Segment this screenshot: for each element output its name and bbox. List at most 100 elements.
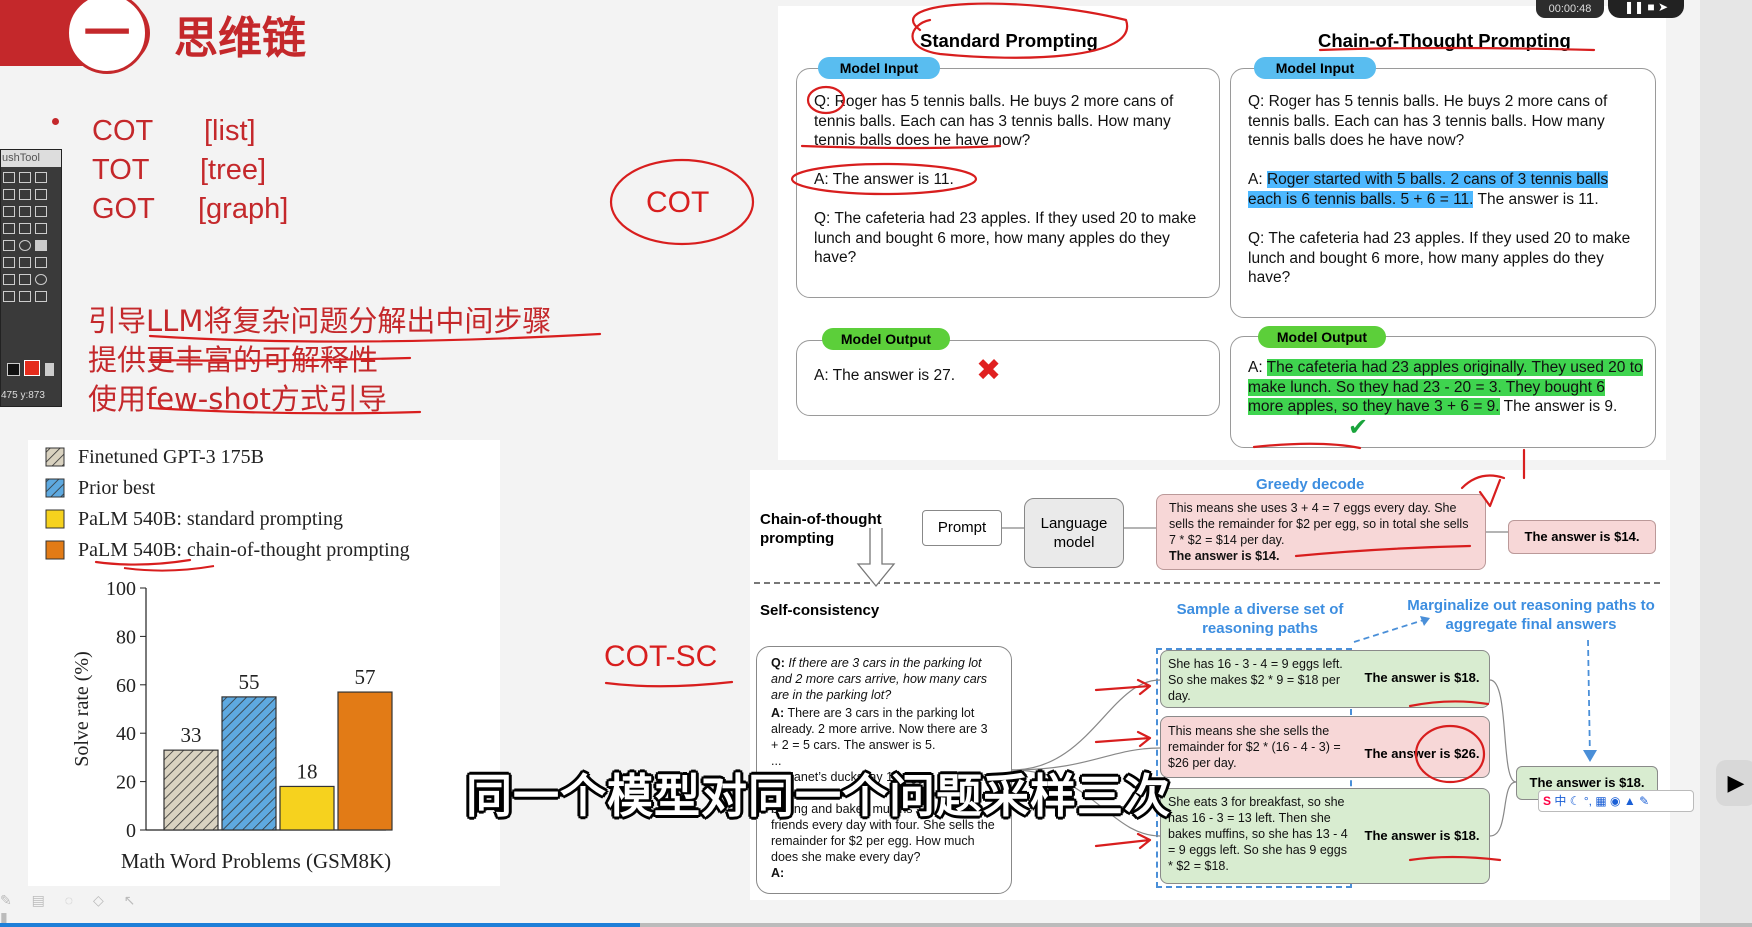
cot-q1: Q: Roger has 5 tennis balls. He buys 2 m… xyxy=(1248,93,1608,149)
std-q1: Q: Roger has 5 tennis balls. He buys 2 m… xyxy=(814,93,1174,149)
bullet-tot: TOT[tree] xyxy=(92,154,267,186)
bottom-mini-toolbar[interactable]: ✎ ▤ ◌ ◇ ↖ ▮ xyxy=(0,892,144,925)
progress-bar-fill xyxy=(0,923,640,927)
legend-label: Prior best xyxy=(78,477,156,499)
rect-icon[interactable] xyxy=(3,240,15,251)
annot-cot: COT xyxy=(646,186,710,219)
sc-question-box: Q: If there are 3 cars in the parking lo… xyxy=(756,646,1012,894)
bilibili-icon[interactable]: ▶ xyxy=(1716,760,1752,806)
bar-value-label: 57 xyxy=(355,665,376,689)
palette-tools[interactable] xyxy=(1,167,61,305)
std-output-box xyxy=(796,340,1220,416)
fill-rect-icon[interactable] xyxy=(35,240,47,251)
tool-icon[interactable] xyxy=(19,189,31,200)
tool-icon[interactable] xyxy=(35,189,47,200)
sc-q2-rest: friends every day with four. She sells t… xyxy=(771,818,995,864)
bar xyxy=(221,696,277,831)
tool-icon[interactable] xyxy=(3,274,15,285)
path-1-text: She has 16 - 3 - 4 = 9 eggs left. So she… xyxy=(1168,657,1343,703)
legend-swatch xyxy=(45,509,65,529)
eraser-icon[interactable] xyxy=(35,206,47,217)
path-2-text: This means she she sells the remainder f… xyxy=(1168,724,1341,770)
tool-icon[interactable] xyxy=(3,257,15,268)
subtitle: 同一个模型对同一个问题采样三次 xyxy=(466,769,1171,823)
arrow-icon[interactable] xyxy=(35,223,47,234)
marg-title: Marginalize out reasoning paths to aggre… xyxy=(1407,597,1655,633)
tool-icon[interactable] xyxy=(35,172,47,183)
tool-icon[interactable] xyxy=(3,172,15,183)
ime-settings-icon[interactable]: ✎ xyxy=(1639,794,1650,808)
std-q2: Q: The cafeteria had 23 apples. If they … xyxy=(814,210,1197,266)
ime-moon-icon[interactable]: ☾ xyxy=(1569,794,1581,808)
cursor-coords: 475 y:873 xyxy=(1,390,45,401)
brush-tool-palette[interactable]: ushTool 475 y:873 xyxy=(0,149,62,407)
legend-label: PaLM 540B: chain-of-thought prompting xyxy=(78,539,410,561)
sc-a1: A: There are 3 cars in the parking lot a… xyxy=(771,706,988,752)
tool-icon[interactable] xyxy=(35,257,47,268)
y-tick-label: 20 xyxy=(116,772,136,794)
zoom-icon[interactable] xyxy=(35,274,47,285)
path-1 xyxy=(1160,650,1490,708)
std-model-input-pill: Model Input xyxy=(818,57,940,79)
pause-icon[interactable]: ❚❚ xyxy=(1623,0,1645,14)
ellipse-icon[interactable] xyxy=(19,240,31,251)
swatch-red[interactable] xyxy=(24,360,41,376)
legend-swatch xyxy=(45,540,65,560)
select-icon[interactable] xyxy=(19,291,31,302)
pencil-icon[interactable] xyxy=(3,206,15,217)
tool-icon[interactable] xyxy=(19,172,31,183)
ime-punct-icon[interactable]: °, xyxy=(1583,794,1592,808)
grid-icon[interactable] xyxy=(19,274,31,285)
bar xyxy=(163,749,219,831)
y-tick-label: 80 xyxy=(116,626,136,648)
bar xyxy=(337,691,393,831)
line-icon[interactable] xyxy=(19,223,31,234)
stop-icon[interactable]: ■ xyxy=(1647,0,1655,14)
bar-value-label: 33 xyxy=(181,723,202,747)
pen-icon[interactable] xyxy=(19,206,31,217)
path-1-answer: The answer is $18. xyxy=(1364,670,1480,685)
greedy-answer-bold: The answer is $14. xyxy=(1169,549,1280,563)
sogou-icon[interactable]: S xyxy=(1543,794,1552,808)
video-time: 00:00:48 xyxy=(1536,0,1604,18)
greedy-text: This means she uses 3 + 4 = 7 eggs every… xyxy=(1169,501,1469,547)
video-controls[interactable]: ❚❚ ■ ➤ xyxy=(1608,0,1684,18)
ime-skin-icon[interactable]: ◉ xyxy=(1610,794,1621,808)
swatch-black[interactable] xyxy=(7,363,20,376)
tool-icon[interactable] xyxy=(3,189,15,200)
std-a1: A: The answer is 11. xyxy=(814,171,954,188)
ime-toolbar[interactable]: S 中 ☾ °, ▦ ◉ ▲ ✎ xyxy=(1538,790,1694,812)
tool-icon[interactable] xyxy=(3,291,15,302)
sc-label: Self-consistency xyxy=(760,602,880,619)
cot-output: A: The cafeteria had 23 apples originall… xyxy=(1248,359,1643,415)
pin-icon[interactable] xyxy=(35,291,47,302)
legend-swatch xyxy=(45,478,65,498)
desc-line-1: 引导LLM将复杂问题分解出中间步骤 xyxy=(88,304,552,338)
ime-lang-icon[interactable]: 中 xyxy=(1554,794,1567,808)
path-3-text: She eats 3 for breakfast, so she has 16 … xyxy=(1168,795,1348,873)
greedy-title: Greedy decode xyxy=(1256,476,1365,493)
cot-prompting-title: Chain-of-Thought Prompting xyxy=(1318,30,1571,51)
cot-figure: Standard Prompting Chain-of-Thought Prom… xyxy=(778,6,1666,460)
bar-value-label: 18 xyxy=(297,759,318,783)
text-icon[interactable] xyxy=(19,257,31,268)
progress-bar-track[interactable] xyxy=(0,923,1752,927)
sc-connectors xyxy=(856,527,1597,837)
sc-q2-p2: ... xyxy=(771,786,782,800)
swatch-dropdown[interactable] xyxy=(44,363,54,376)
section-number-circle: 一 xyxy=(66,0,148,74)
ime-keyboard-icon[interactable]: ▦ xyxy=(1595,794,1607,808)
bullet-list: COT[list] TOT[tree] GOT[graph] xyxy=(92,112,288,229)
description: 引导LLM将复杂问题分解出中间步骤 提供更丰富的可解释性 使用few-shot方… xyxy=(88,302,551,419)
cot-a1: A: Roger started with 5 balls. 2 cans of… xyxy=(1248,171,1609,208)
color-swatches[interactable] xyxy=(7,360,54,381)
cot-model-output-pill: Model Output xyxy=(1258,326,1386,348)
ime-shirt-icon[interactable]: ▲ xyxy=(1623,794,1636,808)
sc-figure: Chain-of-thought prompting Prompt Langua… xyxy=(750,470,1670,900)
palette-title: ushTool xyxy=(1,150,61,167)
forward-icon[interactable]: ➤ xyxy=(1657,0,1669,14)
line-icon[interactable] xyxy=(3,223,15,234)
y-tick-label: 60 xyxy=(116,675,136,697)
